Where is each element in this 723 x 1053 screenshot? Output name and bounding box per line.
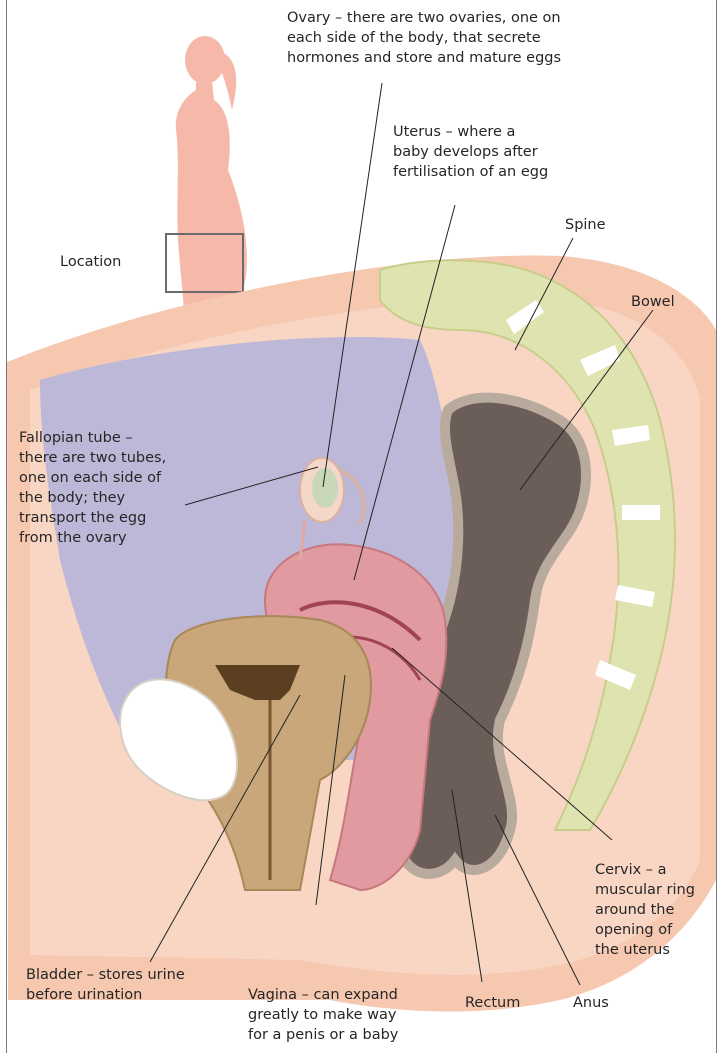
body-silhouette: [176, 36, 247, 330]
label-location: Location: [60, 252, 121, 272]
label-bladder: Bladder – stores urine before urination: [26, 965, 185, 1005]
label-bowel: Bowel: [631, 292, 675, 312]
label-vagina: Vagina – can expand greatly to make way …: [248, 985, 398, 1045]
label-fallopian-tube: Fallopian tube – there are two tubes, on…: [19, 428, 166, 548]
label-uterus: Uterus – where a baby develops after fer…: [393, 122, 548, 182]
label-cervix: Cervix – a muscular ring around the open…: [595, 860, 695, 960]
label-spine: Spine: [565, 215, 606, 235]
label-rectum: Rectum: [465, 993, 520, 1013]
label-ovary: Ovary – there are two ovaries, one on ea…: [287, 8, 561, 68]
label-anus: Anus: [573, 993, 609, 1013]
